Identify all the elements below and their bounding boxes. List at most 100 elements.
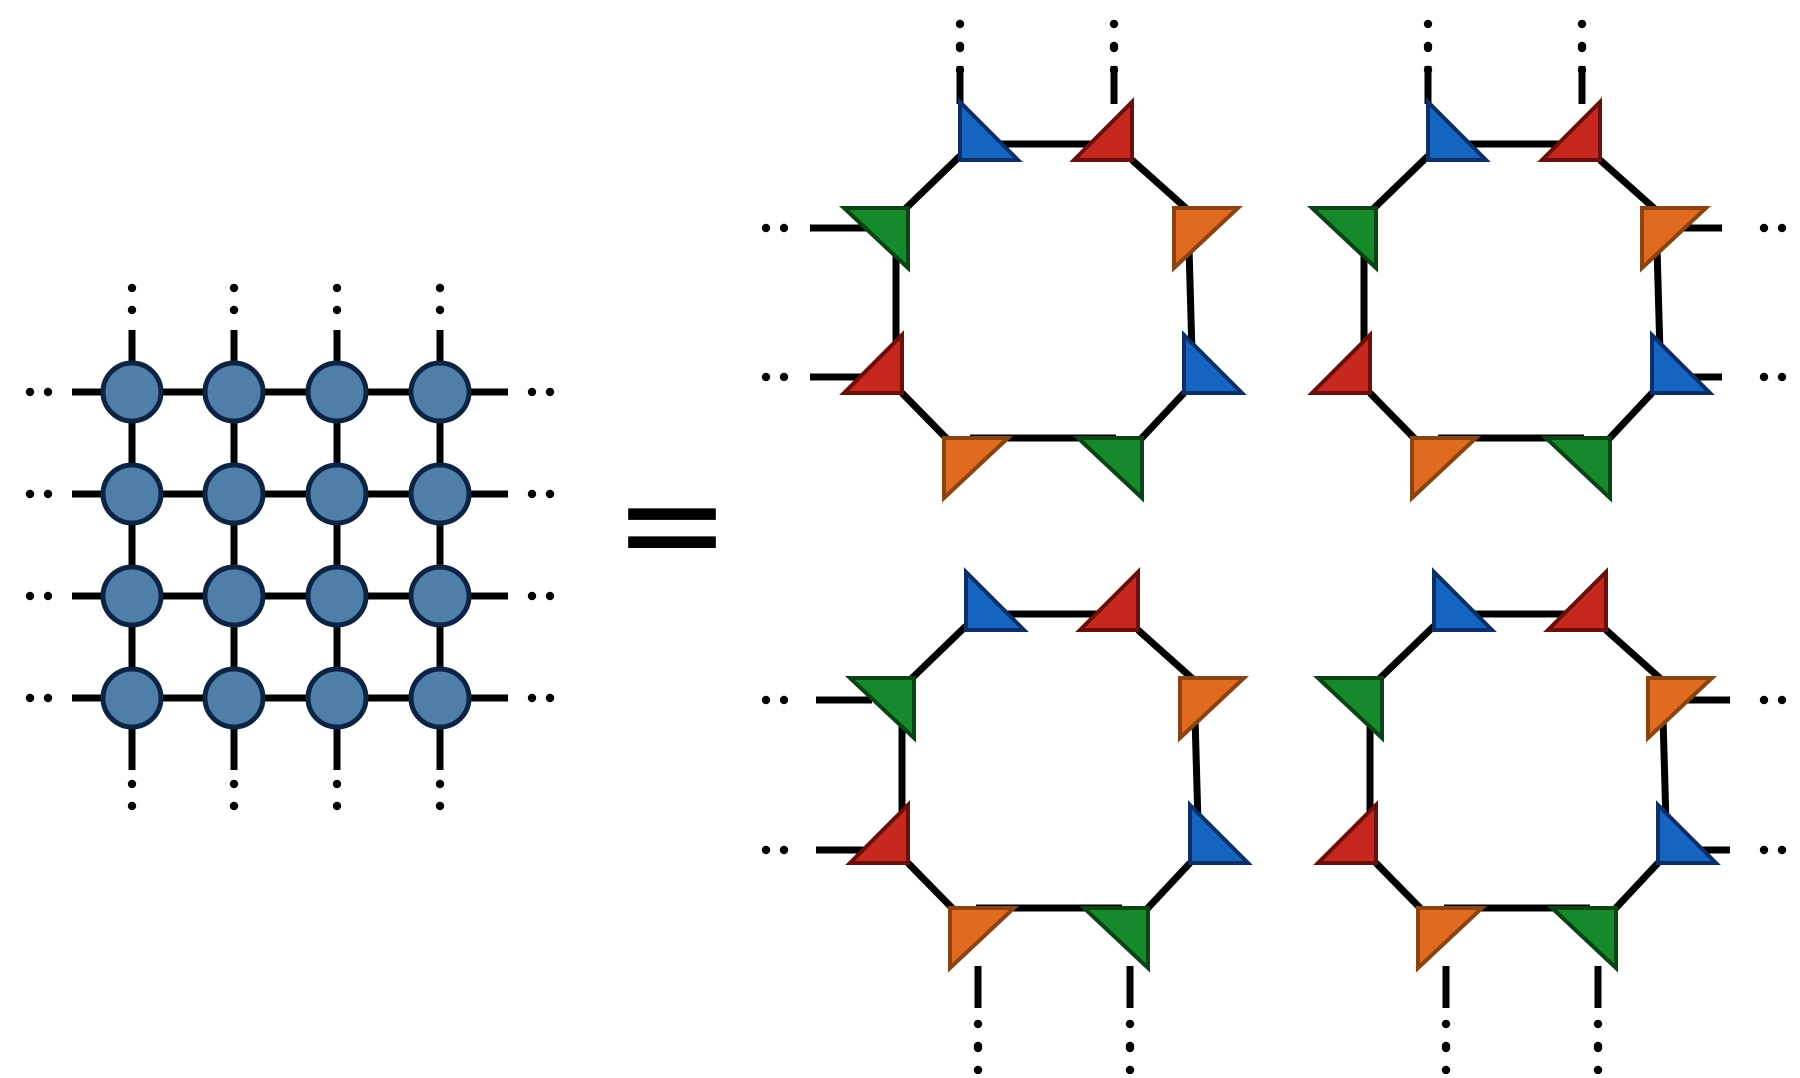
ellipsis-dot bbox=[955, 19, 965, 29]
octagon-bonds bbox=[810, 66, 1730, 1008]
green-triangle-tensor bbox=[844, 676, 916, 743]
tensor-node-circle bbox=[305, 360, 369, 424]
red-triangle-tensor bbox=[1069, 97, 1134, 162]
octagon-edge bbox=[1605, 390, 1655, 443]
ellipsis-dot bbox=[973, 1043, 983, 1053]
octagon-lattice bbox=[761, 19, 1787, 1075]
red-triangle-tensor bbox=[1537, 97, 1602, 162]
ellipsis-dot bbox=[527, 489, 537, 499]
ellipsis-dot bbox=[1777, 223, 1787, 233]
orange-triangle-tensor bbox=[1640, 206, 1712, 273]
ellipsis-dot bbox=[779, 695, 789, 705]
blue-triangle-tensor bbox=[958, 97, 1023, 162]
ellipsis-dot bbox=[1441, 1019, 1451, 1029]
tensor-node-circle bbox=[100, 666, 164, 730]
ellipsis-dot bbox=[43, 489, 53, 499]
ellipsis-dot bbox=[1125, 1065, 1135, 1075]
ellipsis-dot bbox=[527, 591, 537, 601]
ellipsis-dot bbox=[332, 283, 342, 293]
ellipsis-dot bbox=[973, 1065, 983, 1075]
octagon-edge bbox=[1603, 627, 1665, 683]
tensor-node-circle bbox=[202, 564, 266, 628]
ellipsis-dot bbox=[229, 305, 239, 315]
ellipsis-dot bbox=[955, 43, 965, 53]
tensor-node-circle bbox=[408, 462, 472, 526]
ellipsis-dot bbox=[1593, 1019, 1603, 1029]
green-triangle-tensor bbox=[1540, 436, 1612, 503]
tensor-node-circle bbox=[305, 462, 369, 526]
tensor-node-circle bbox=[100, 462, 164, 526]
ellipsis-dot bbox=[1759, 372, 1769, 382]
ellipsis-dot bbox=[1577, 19, 1587, 29]
ellipsis-dot bbox=[1125, 1043, 1135, 1053]
ellipsis-dot bbox=[1759, 845, 1769, 855]
octagon-edge bbox=[1143, 860, 1193, 913]
red-triangle-tensor bbox=[839, 330, 904, 395]
ellipsis-dot bbox=[1423, 19, 1433, 29]
ellipsis-dot bbox=[1777, 372, 1787, 382]
tensor-node-circle bbox=[408, 360, 472, 424]
ellipsis-dot bbox=[127, 283, 137, 293]
octagon-edge bbox=[905, 860, 959, 915]
octagon-edge bbox=[1367, 153, 1431, 215]
tensor-node-circle bbox=[408, 666, 472, 730]
ellipsis-dot bbox=[43, 591, 53, 601]
ellipsis-dot bbox=[545, 591, 555, 601]
ellipsis-dot bbox=[229, 779, 239, 789]
ellipsis-dot bbox=[1423, 43, 1433, 53]
red-triangle-tensor bbox=[845, 800, 910, 865]
tensor-node-circle bbox=[305, 666, 369, 730]
orange-triangle-tensor bbox=[1646, 676, 1718, 743]
ellipsis-dot bbox=[545, 387, 555, 397]
octagon-edge bbox=[1137, 390, 1187, 443]
blue-triangle-tensor bbox=[1426, 97, 1491, 162]
tensor-node-circle bbox=[408, 564, 472, 628]
ellipsis-dot bbox=[1109, 19, 1119, 29]
tensor-node-circle bbox=[202, 666, 266, 730]
ellipsis-dot bbox=[127, 305, 137, 315]
ellipsis-dot bbox=[761, 372, 771, 382]
octagon-edge bbox=[1373, 623, 1437, 685]
ellipsis-dot bbox=[527, 693, 537, 703]
orange-triangle-tensor bbox=[1172, 206, 1244, 273]
octagon-edge bbox=[1367, 390, 1421, 445]
blue-triangle-tensor bbox=[1650, 330, 1715, 395]
ellipsis-dot bbox=[25, 591, 35, 601]
octagon-edge bbox=[1611, 860, 1661, 913]
ellipsis-dot bbox=[955, 65, 965, 75]
ellipsis-dot bbox=[779, 372, 789, 382]
ellipsis-dot bbox=[779, 223, 789, 233]
green-triangle-tensor bbox=[838, 206, 910, 273]
ellipsis-dot bbox=[1593, 1043, 1603, 1053]
blue-triangle-tensor bbox=[1188, 800, 1253, 865]
octagon-edge bbox=[899, 390, 953, 445]
green-triangle-tensor bbox=[1078, 906, 1150, 973]
ellipsis-dot bbox=[25, 693, 35, 703]
ellipsis-dot bbox=[435, 779, 445, 789]
ellipsis-dot bbox=[1577, 65, 1587, 75]
octagon-edge bbox=[1373, 860, 1427, 915]
ellipsis-dot bbox=[127, 779, 137, 789]
ellipsis-dot bbox=[229, 801, 239, 811]
equals-sign: = bbox=[613, 443, 730, 606]
ellipsis-dot bbox=[435, 801, 445, 811]
octagon-edge bbox=[1129, 157, 1191, 213]
ellipsis-dot bbox=[332, 801, 342, 811]
orange-triangle-tensor bbox=[942, 436, 1014, 503]
red-triangle-tensor bbox=[1543, 567, 1608, 632]
ellipsis-dot bbox=[43, 387, 53, 397]
tensor-node-circle bbox=[202, 462, 266, 526]
tensor-node-circle bbox=[202, 360, 266, 424]
ellipsis-dot bbox=[1125, 1019, 1135, 1029]
ellipsis-dot bbox=[761, 845, 771, 855]
ellipsis-dot bbox=[25, 387, 35, 397]
tensor-node-circle bbox=[100, 564, 164, 628]
ellipsis-dot bbox=[761, 223, 771, 233]
ellipsis-dot bbox=[435, 305, 445, 315]
ellipsis-dot bbox=[332, 305, 342, 315]
equals-group: = bbox=[613, 443, 730, 606]
triangle-tensors bbox=[838, 97, 1721, 973]
ellipsis-dot bbox=[1777, 845, 1787, 855]
